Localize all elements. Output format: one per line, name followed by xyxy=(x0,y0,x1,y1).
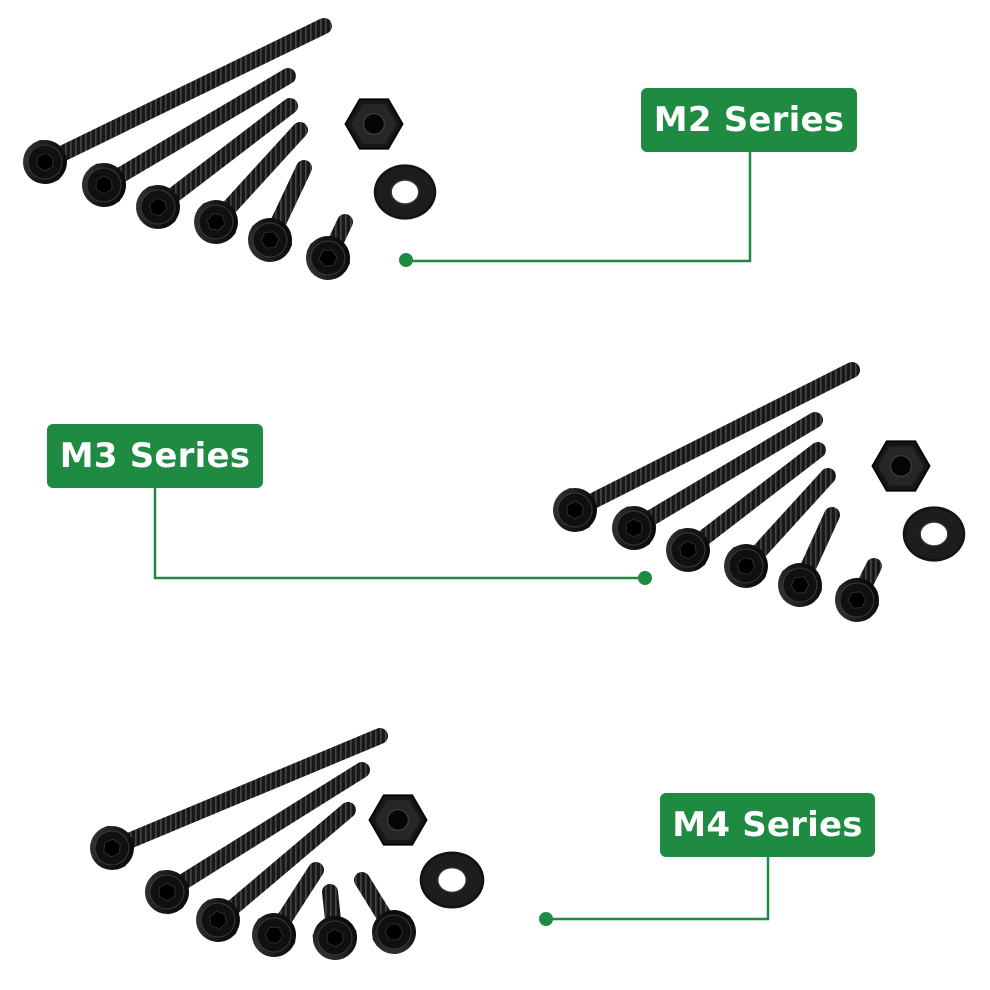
flat-washer-icon xyxy=(418,850,486,910)
screw-icon xyxy=(310,884,360,963)
screw-icon xyxy=(354,872,425,963)
screw-icon xyxy=(240,160,312,270)
flat-washer-icon xyxy=(902,505,966,563)
screw-icon xyxy=(126,98,298,239)
screw-icon xyxy=(603,412,823,559)
m2-hardware-group xyxy=(15,18,437,288)
m3-connector-line xyxy=(153,488,652,585)
m4-connector-line xyxy=(539,857,770,926)
screw-icon xyxy=(82,728,388,878)
m2-series-label: M2 Series xyxy=(641,88,857,152)
m3-hardware-group xyxy=(544,362,966,630)
flat-washer-icon xyxy=(373,163,437,221)
screw-icon xyxy=(15,18,332,192)
m4-hardware-group xyxy=(82,728,486,966)
hex-nut-icon xyxy=(871,440,931,492)
screw-icon xyxy=(714,468,836,598)
hex-nut-icon xyxy=(368,794,428,846)
screw-icon xyxy=(136,762,370,923)
m2-connector-line xyxy=(399,152,752,267)
screw-icon xyxy=(186,802,356,952)
m4-series-label: M4 Series xyxy=(660,793,875,857)
screw-icon xyxy=(243,862,324,966)
screw-icon xyxy=(827,558,887,630)
screw-icon xyxy=(544,362,860,541)
m3-series-label: M3 Series xyxy=(47,424,263,488)
screw-icon xyxy=(770,507,840,615)
screw-icon xyxy=(184,122,308,254)
screw-icon xyxy=(298,214,358,288)
hex-nut-icon xyxy=(344,98,404,150)
screw-icon xyxy=(73,68,296,216)
screw-icon xyxy=(656,442,826,582)
